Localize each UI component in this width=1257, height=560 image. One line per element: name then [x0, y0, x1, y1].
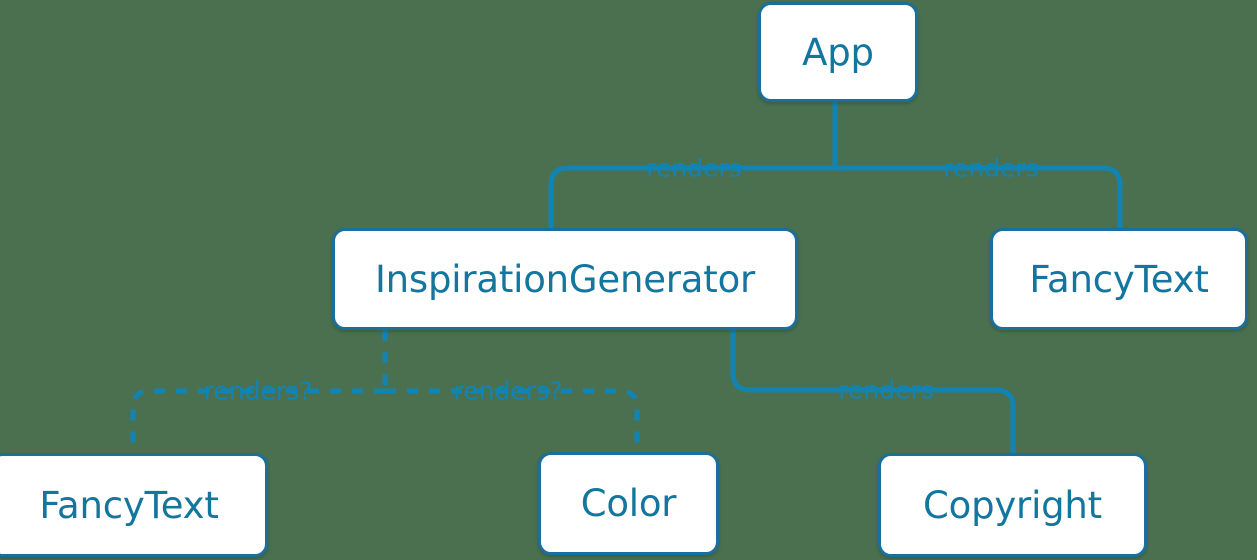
node-color-label: Color	[580, 482, 677, 525]
node-inspirationgenerator[interactable]: InspirationGenerator	[332, 228, 798, 330]
edge-label-app-fancytext: renders	[943, 153, 1039, 183]
node-fancytext-right-label: FancyText	[1029, 257, 1209, 301]
node-fancytext-right[interactable]: FancyText	[990, 228, 1248, 330]
edge-label-inspirationgenerator-fancytext: renders?	[203, 376, 313, 406]
node-color[interactable]: Color	[538, 452, 719, 555]
node-app[interactable]: App	[758, 2, 918, 102]
edge-inspirationgenerator-to-fancytext	[130, 388, 385, 453]
edge-label-app-inspirationgenerator: renders	[646, 153, 742, 183]
edge-app-to-inspirationgenerator	[548, 165, 838, 231]
edge-inspirationgenerator-to-color	[385, 388, 640, 452]
edge-inspirationgenerator-to-copyright	[730, 327, 1016, 456]
edge-app-to-fancytext	[832, 165, 1123, 231]
node-fancytext-left[interactable]: FancyText	[0, 453, 268, 557]
node-inspirationgenerator-label: InspirationGenerator	[374, 257, 756, 301]
node-app-label: App	[802, 30, 874, 74]
node-fancytext-left-label: FancyText	[39, 483, 219, 527]
edge-label-inspirationgenerator-copyright: renders	[838, 375, 934, 405]
node-copyright-label: Copyright	[923, 483, 1102, 527]
edge-label-inspirationgenerator-color: renders?	[453, 376, 563, 406]
node-copyright[interactable]: Copyright	[878, 453, 1147, 557]
